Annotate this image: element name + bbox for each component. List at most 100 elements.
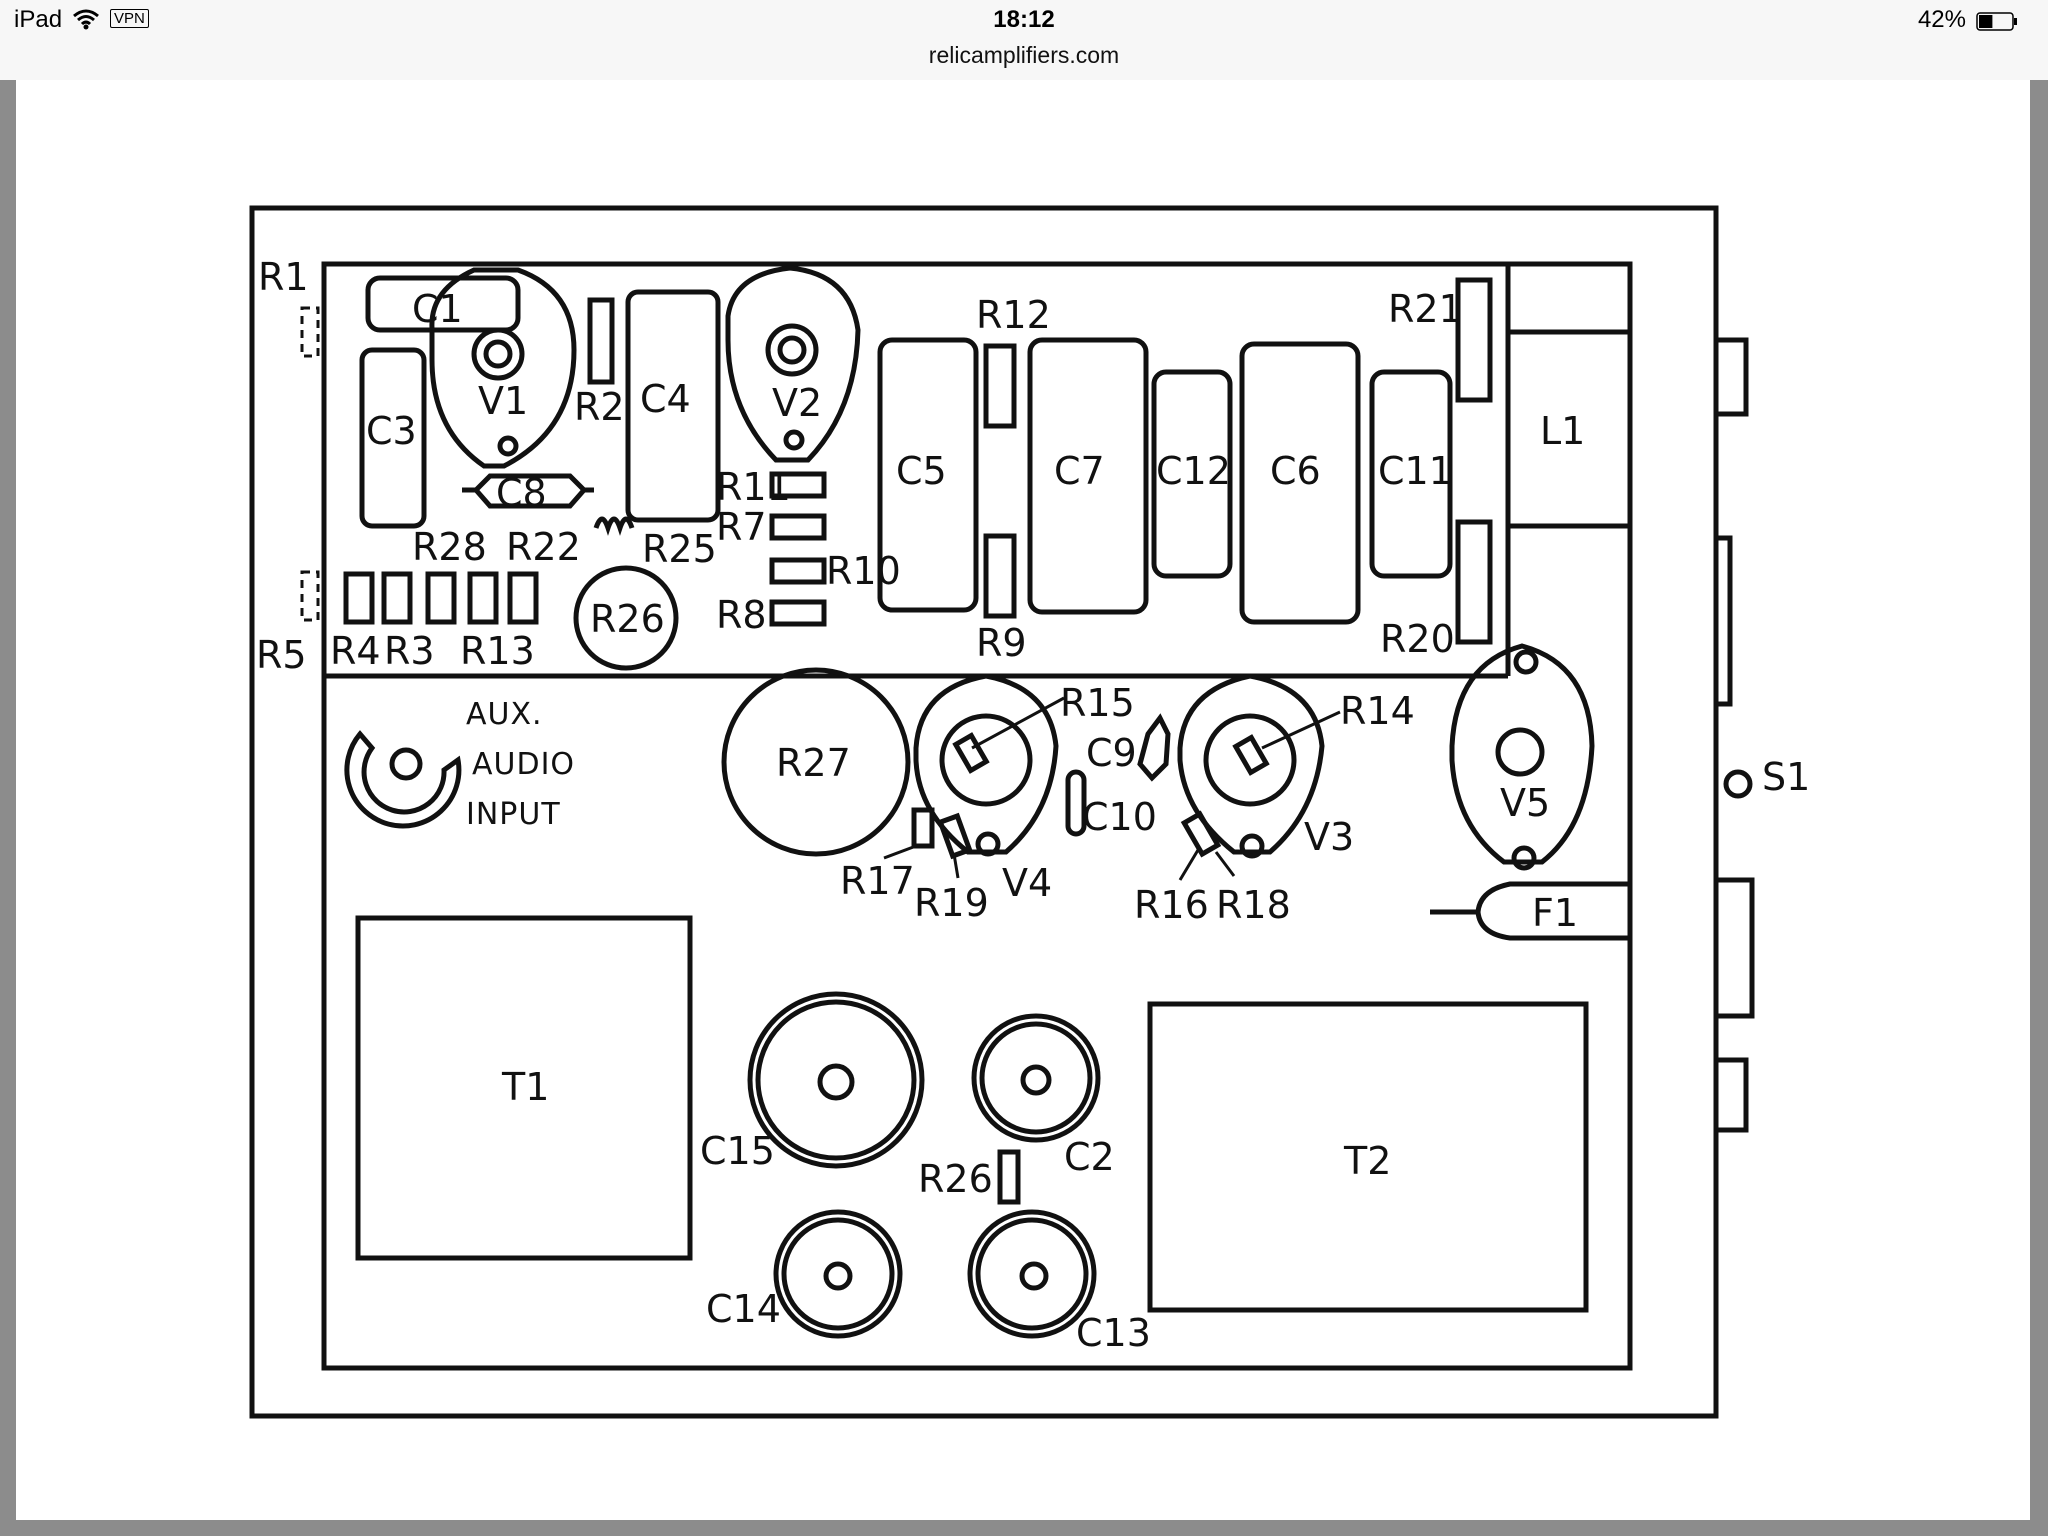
r2-resistor (587, 297, 615, 385)
label-r5: R5 (256, 633, 307, 677)
r5-resistor (300, 570, 320, 622)
s1-switch (1723, 769, 1753, 799)
label-r14: R14 (1340, 689, 1415, 733)
r7-resistor (769, 513, 827, 541)
label-f1: F1 (1532, 891, 1578, 935)
device-name: iPad (14, 6, 63, 33)
status-bar: iPad VPN 18:12 relicamplifiers.com 42% (0, 0, 2048, 81)
r28-resistor (425, 571, 457, 625)
label-c6: C6 (1270, 449, 1321, 493)
label-r8: R8 (716, 593, 767, 637)
label-r18: R18 (1216, 883, 1291, 927)
label-r13: R13 (460, 629, 535, 673)
c15-capacitor (747, 991, 925, 1169)
v2-socket (725, 265, 861, 463)
label-v5: V5 (1500, 781, 1550, 825)
label-r11: R11 (716, 465, 791, 509)
label-r26b: R26 (918, 1157, 993, 1201)
r3-resistor (381, 571, 413, 625)
label-c7: C7 (1054, 449, 1105, 493)
browser-viewport[interactable] (0, 80, 2048, 1536)
label-r15: R15 (1060, 681, 1135, 725)
label-r7: R7 (716, 505, 767, 549)
label-r22: R22 (506, 525, 581, 569)
label-t1: T1 (501, 1065, 549, 1109)
r21-resistor (1455, 277, 1493, 403)
c1-capacitor (365, 275, 521, 333)
label-r19: R19 (914, 881, 989, 925)
r25-coil (593, 516, 635, 536)
label-r16: R16 (1134, 883, 1209, 927)
label-t2: T2 (1343, 1139, 1391, 1183)
label-c11: C11 (1378, 449, 1453, 493)
label-r12: R12 (976, 293, 1051, 337)
r17-resistor (911, 807, 935, 849)
label-c14: C14 (706, 1287, 781, 1331)
c3-capacitor (359, 347, 427, 529)
t1-transformer (355, 915, 693, 1261)
r1-resistor (300, 306, 320, 358)
label-c13: C13 (1076, 1311, 1151, 1355)
label-v2: V2 (772, 381, 822, 425)
circuit-layout-diagram: R1 C1 C3 V1 C8 R2 C4 V2 R11 R7 R10 R8 R1… (249, 205, 1810, 1419)
chassis-outline (249, 205, 1719, 1419)
label-c1: C1 (412, 287, 463, 331)
c12-capacitor (1151, 369, 1233, 579)
r13-resistor (467, 571, 499, 625)
r27-potentiometer (721, 667, 911, 857)
r22-resistor (507, 571, 539, 625)
label-v1: V1 (478, 379, 528, 423)
label-s1: S1 (1762, 755, 1810, 799)
label-v3: V3 (1304, 815, 1354, 859)
r26b-resistor (997, 1149, 1021, 1205)
label-r17: R17 (840, 859, 915, 903)
battery-percent: 42% (1917, 6, 1966, 33)
label-c12: C12 (1156, 449, 1231, 493)
label-r1: R1 (258, 255, 309, 299)
label-c5: C5 (896, 449, 947, 493)
label-r27: R27 (776, 741, 851, 785)
r10-resistor (769, 557, 827, 585)
label-r2: R2 (574, 385, 625, 429)
label-c3: C3 (366, 409, 417, 453)
label-l1: L1 (1540, 409, 1585, 453)
label-r25: R25 (642, 527, 717, 571)
label-r4: R4 (330, 629, 381, 673)
c13-capacitor (967, 1209, 1097, 1339)
label-r9: R9 (976, 621, 1027, 665)
battery-icon (1976, 12, 2017, 31)
label-r20: R20 (1380, 617, 1455, 661)
label-c8: C8 (496, 471, 547, 515)
label-c10: C10 (1082, 795, 1157, 839)
r16-resistor (1180, 810, 1222, 858)
label-r10: R10 (826, 549, 901, 593)
c11-capacitor (1369, 369, 1453, 579)
clock: 18:12 (993, 6, 1055, 33)
label-c2: C2 (1064, 1135, 1115, 1179)
r20-resistor (1455, 519, 1493, 645)
label-r26a: R26 (590, 597, 665, 641)
label-c9: C9 (1086, 731, 1137, 775)
t2-transformer (1147, 1001, 1589, 1313)
c14-capacitor (773, 1209, 903, 1339)
r8-resistor (769, 599, 827, 627)
r26-potentiometer (573, 565, 679, 671)
label-r3: R3 (384, 629, 435, 673)
label-audio: AUDIO (472, 747, 575, 782)
label-v4: V4 (1002, 861, 1052, 905)
label-r28: R28 (412, 525, 487, 569)
address-url[interactable]: relicamplifiers.com (928, 42, 1120, 68)
label-c15: C15 (700, 1129, 775, 1173)
c2-capacitor (971, 1013, 1101, 1143)
wifi-icon (73, 9, 99, 30)
v3-socket (1177, 673, 1325, 855)
r19-resistor (937, 812, 973, 860)
label-c4: C4 (640, 377, 691, 421)
l1-box (1505, 329, 1633, 529)
c4-capacitor (625, 289, 721, 523)
v5-socket (1449, 643, 1595, 865)
label-aux: AUX. (466, 697, 543, 732)
label-input: INPUT (466, 797, 561, 832)
c5-capacitor (877, 337, 979, 613)
c7-capacitor (1027, 337, 1149, 615)
